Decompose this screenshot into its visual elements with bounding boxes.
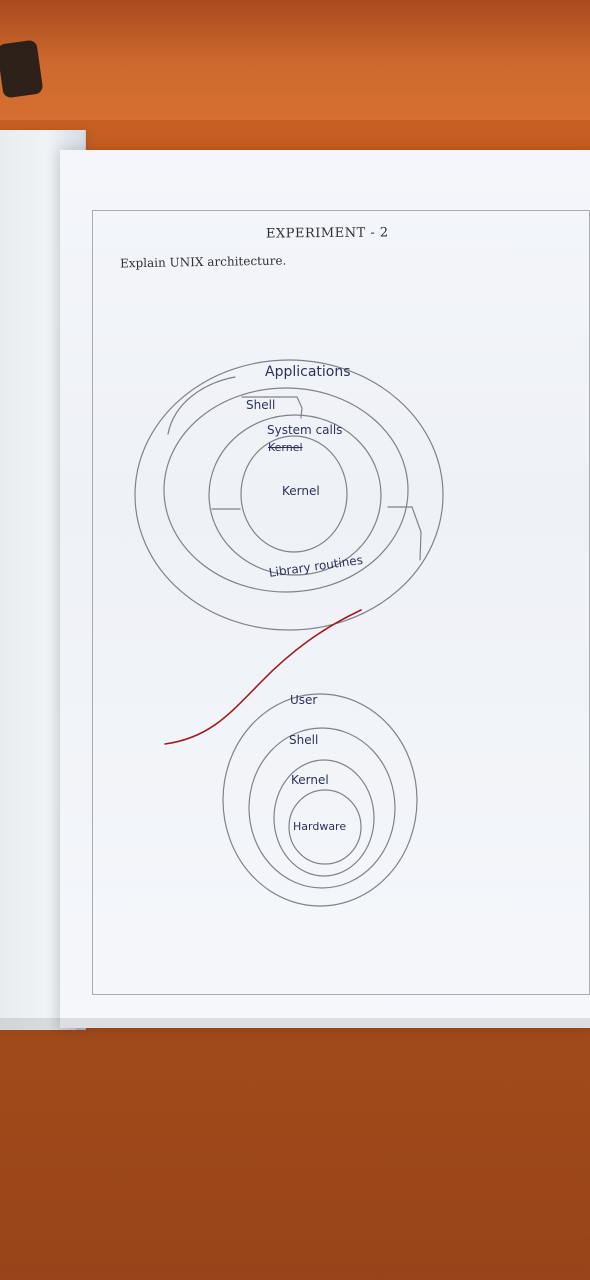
hardware-ring [288, 789, 362, 865]
label-shell: Shell [246, 398, 276, 412]
inner-ring [208, 414, 382, 576]
shell-box [241, 396, 303, 419]
paper-sheet [60, 150, 590, 1028]
label-shell-layer: Shell [289, 733, 319, 747]
layer-diagram [222, 693, 418, 907]
label-user: User [290, 693, 318, 707]
label-hardware: Hardware [293, 820, 347, 833]
kernel-core-ring [240, 435, 348, 553]
arc-cut [167, 376, 236, 435]
kernel-ring [273, 759, 375, 877]
label-system-calls: System calls [267, 423, 343, 437]
label-applications: Applications [265, 364, 351, 380]
middle-ring [163, 387, 409, 593]
table-shadow [0, 1018, 590, 1280]
user-ring [222, 693, 418, 907]
shell-ring [248, 727, 396, 889]
wood-surface-top [0, 0, 590, 120]
outer-ring [134, 359, 444, 631]
label-kernel: Kernel [282, 484, 320, 498]
label-kernel-layer: Kernel [291, 773, 329, 787]
library-notch [387, 506, 422, 561]
architecture-diagram [134, 359, 444, 631]
red-pen-line [164, 609, 362, 745]
label-struck-kernel: Kernel [268, 441, 303, 454]
